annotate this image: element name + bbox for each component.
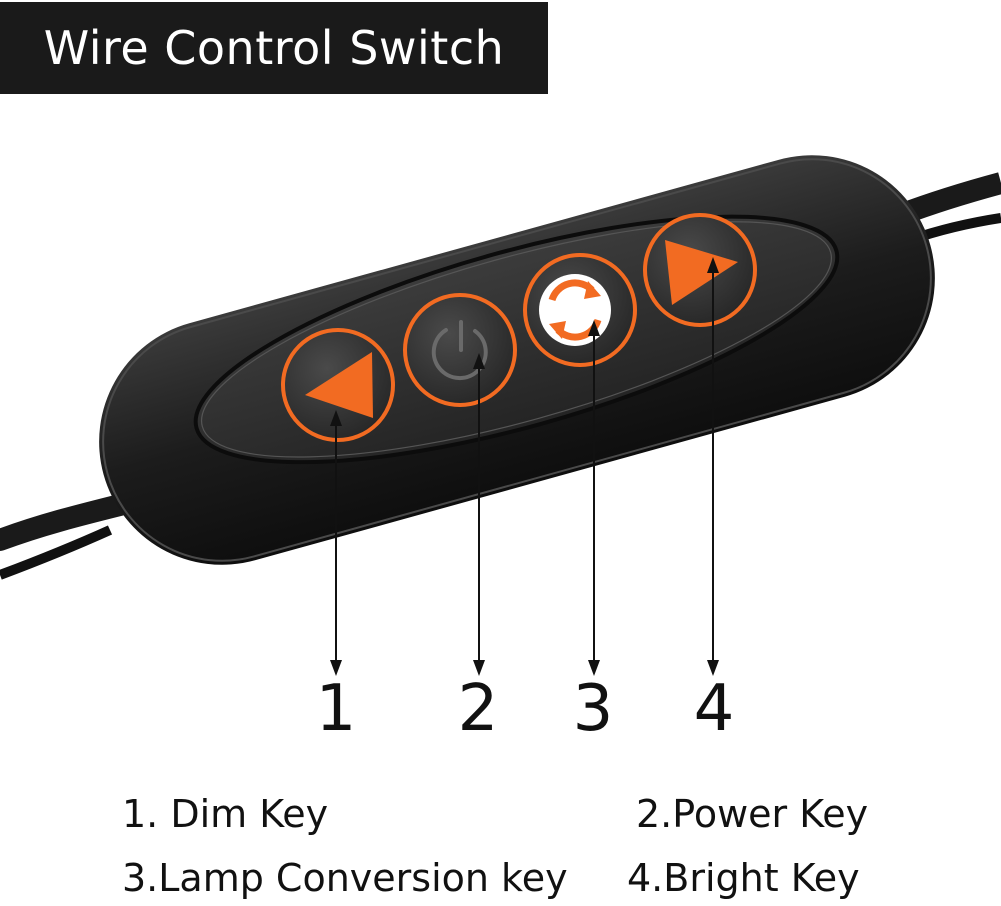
key-number-2: 2 [457, 672, 499, 746]
legend-dim-key: 1. Dim Key [122, 792, 329, 836]
dim-key-button[interactable] [281, 328, 395, 442]
cable-right [896, 172, 1001, 226]
legend-lamp-conversion-key: 3.Lamp Conversion key [122, 856, 568, 900]
right-triangle-icon [665, 240, 738, 305]
cable-left [0, 494, 131, 551]
power-icon [431, 320, 488, 381]
legend-bright-key: 4.Bright Key [627, 856, 860, 900]
left-triangle-icon [305, 352, 373, 418]
key-number-3: 3 [572, 672, 614, 746]
cable-left-lower [0, 525, 113, 580]
legend-power-key: 2.Power Key [636, 792, 869, 836]
bright-key-button[interactable] [643, 213, 757, 327]
diagram-title: Wire Control Switch [43, 21, 505, 75]
switch-body [99, 155, 935, 565]
pointer-arrows [335, 262, 714, 666]
lamp-conversion-key-button[interactable] [523, 253, 637, 367]
key-number-4: 4 [693, 672, 735, 746]
key-number-1: 1 [315, 672, 357, 746]
title-banner: Wire Control Switch [0, 2, 548, 94]
power-key-button[interactable] [403, 293, 517, 407]
